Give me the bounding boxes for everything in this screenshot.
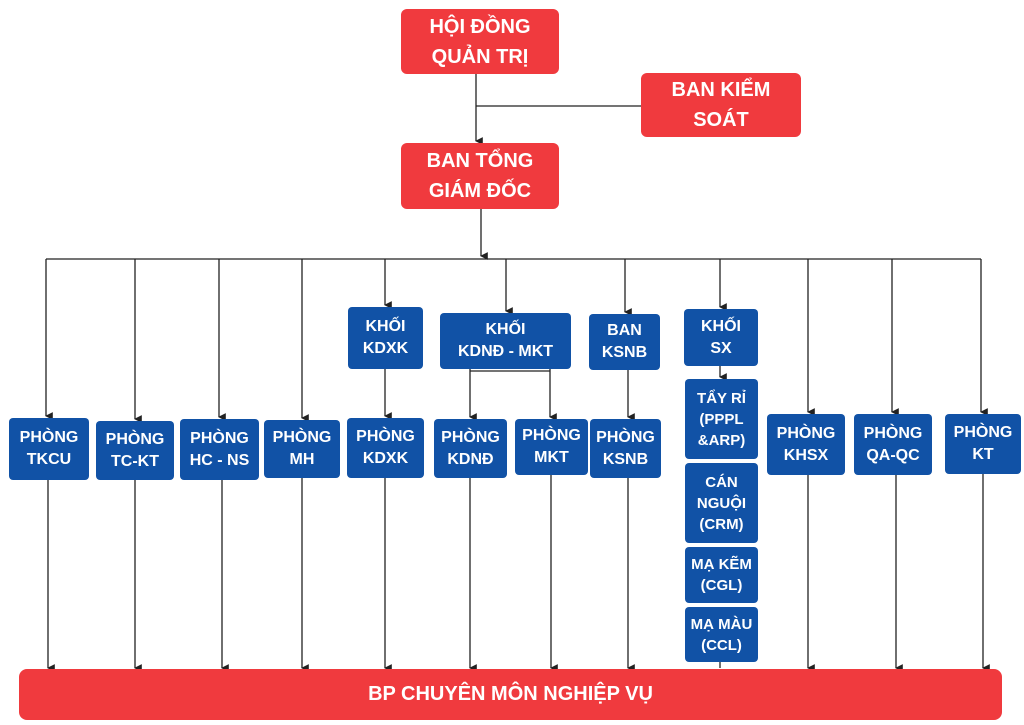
unit-ma-mau-box: MẠ MÀU (CCL) xyxy=(685,607,758,662)
dept-kdxk-box: PHÒNG KDXK xyxy=(347,418,424,478)
professional-department-bar: BP CHUYÊN MÔN NGHIỆP VỤ xyxy=(19,669,1002,720)
dept-kdnd-box: PHÒNG KDNĐ xyxy=(434,419,507,478)
dept-qaqc-box: PHÒNG QA-QC xyxy=(854,414,932,475)
dept-mh-box: PHÒNG MH xyxy=(264,420,340,478)
board-ksnb-box: BAN KSNB xyxy=(589,314,660,370)
block-kdnd-mkt-box: KHỐI KDNĐ - MKT xyxy=(440,313,571,369)
supervisory-board-box: BAN KIỂM SOÁT xyxy=(641,73,801,137)
dept-tckt-box: PHÒNG TC-KT xyxy=(96,421,174,480)
unit-can-nguoi-box: CÁN NGUỘI (CRM) xyxy=(685,463,758,543)
dept-ksnb-box: PHÒNG KSNB xyxy=(590,419,661,478)
board-of-directors-box: HỘI ĐỒNG QUẢN TRỊ xyxy=(401,9,559,74)
dept-hcns-box: PHÒNG HC - NS xyxy=(180,419,259,480)
block-kdxk-box: KHỐI KDXK xyxy=(348,307,423,369)
ceo-board-box: BAN TỔNG GIÁM ĐỐC xyxy=(401,143,559,209)
dept-kt-box: PHÒNG KT xyxy=(945,414,1021,474)
unit-tay-ri-box: TẨY RỈ (PPPL &ARP) xyxy=(685,379,758,459)
dept-mkt-box: PHÒNG MKT xyxy=(515,419,588,475)
dept-khsx-box: PHÒNG KHSX xyxy=(767,414,845,475)
block-sx-box: KHỐI SX xyxy=(684,309,758,366)
unit-ma-kem-box: MẠ KẼM (CGL) xyxy=(685,547,758,603)
dept-tkcu-box: PHÒNG TKCU xyxy=(9,418,89,480)
